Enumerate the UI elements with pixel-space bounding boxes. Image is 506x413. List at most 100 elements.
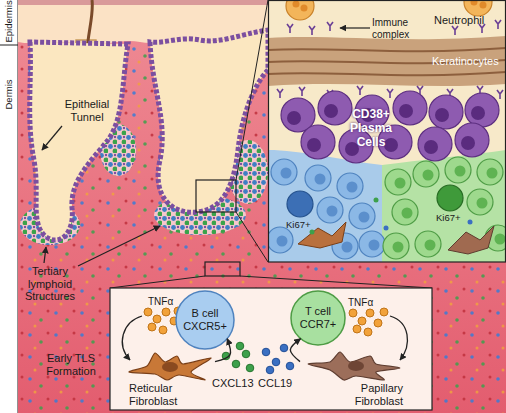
tnf-arrow — [390, 316, 407, 360]
tnf-dot — [366, 309, 374, 317]
t-cell-node: T cell CCR7+ — [290, 290, 346, 346]
b-cell — [271, 159, 297, 185]
node-text: Reticular Fibroblast — [129, 382, 187, 407]
keratinocyte-line — [268, 48, 506, 51]
chemokine-label: CCL19 — [258, 377, 292, 390]
zoom-line — [240, 276, 432, 288]
neutrophil — [286, 0, 314, 20]
fibroblast-nucleus — [348, 361, 364, 371]
stage-label: Early TLS Formation — [40, 352, 102, 377]
cell-label: CD38+ Plasma Cells — [334, 108, 408, 149]
proliferating-t-cell — [437, 185, 463, 211]
chemokine-dot — [374, 198, 379, 203]
marker-label: Ki67+ — [286, 220, 311, 231]
layer-label: Keratinocytes — [432, 55, 499, 68]
node-text: T cell CCR7+ — [294, 290, 342, 346]
cxcl13-dot — [242, 350, 250, 358]
fibroblast-nucleus — [162, 362, 178, 372]
t-cell — [445, 157, 471, 183]
t-cell — [392, 199, 418, 225]
inset-background — [268, 0, 506, 262]
zoom-box — [205, 262, 240, 276]
antibody — [497, 90, 503, 99]
tnf-dot — [148, 323, 156, 331]
bar-divider — [0, 45, 18, 46]
tnf-dot — [380, 308, 388, 316]
cytokine-label: TNFα — [148, 296, 173, 308]
cxcl13-dot — [236, 342, 244, 350]
antibody — [277, 89, 283, 98]
antibody — [287, 24, 293, 33]
ccl19-dot — [262, 348, 270, 356]
ccl19-dot — [280, 344, 288, 352]
dermis — [18, 0, 506, 413]
chemokine-dot — [468, 220, 473, 225]
skin-section — [18, 0, 506, 413]
ccl19-dot — [266, 366, 274, 374]
b-cell — [337, 173, 363, 199]
fibroblast-body — [129, 353, 211, 380]
leader-arrow — [340, 27, 370, 28]
t-cell-zone — [382, 150, 506, 262]
b-cell — [305, 165, 331, 191]
inset-border — [269, 1, 506, 263]
keratinocyte-line — [268, 72, 506, 75]
chemokine-arrow — [290, 339, 300, 362]
leader-arrow — [78, 226, 160, 266]
t-cell — [467, 189, 493, 215]
tnf-dot — [153, 315, 161, 323]
fibroblast-node: Papillary Fibroblast — [300, 350, 405, 408]
structure-label: Tertiary lymphoid Structures — [12, 265, 88, 303]
plasma-cell — [465, 93, 499, 127]
antibody — [387, 89, 393, 98]
plasma-cell — [418, 127, 452, 161]
keratinocyte-layer — [268, 36, 506, 86]
chemokine-label: CXCL13 — [212, 377, 254, 390]
stratum-corneum — [18, 0, 268, 5]
ccl19-dot — [286, 362, 294, 370]
fibroblast-body — [308, 352, 400, 380]
neutrophil — [464, 0, 492, 16]
t-cell — [383, 233, 409, 259]
plasma-cell — [318, 91, 352, 125]
antibody — [309, 26, 315, 35]
tnf-dot — [374, 319, 382, 327]
b-cell — [268, 227, 293, 253]
neutrophil-lobe — [480, 2, 487, 9]
tnf-dot — [358, 317, 366, 325]
tnf-dot — [162, 308, 170, 316]
layer-bar — [0, 0, 18, 413]
epithelial-tunnel — [150, 30, 268, 212]
zoom-line — [236, 212, 268, 262]
cell-circle — [176, 291, 234, 349]
plasma-cell — [393, 91, 427, 125]
b-cell — [317, 197, 343, 223]
chemokine-dot — [310, 230, 315, 235]
antibody — [495, 20, 501, 29]
fibroblast — [448, 226, 494, 254]
leader-arrow — [44, 247, 46, 263]
epithelial-tunnel — [30, 42, 128, 240]
antibody — [357, 86, 363, 95]
b-cell — [359, 231, 385, 257]
cytokine-label: TNFα — [348, 297, 373, 309]
tnf-arrow — [122, 316, 142, 360]
plasma-cell — [301, 125, 335, 159]
cxcl13-dot — [232, 360, 240, 368]
cxcl13-dot — [246, 364, 254, 372]
node-text: Papillary Fibroblast — [345, 382, 403, 407]
callout-label: Immune complex — [372, 17, 422, 40]
chemokine-dot — [384, 226, 389, 231]
neutrophil-lobe — [301, 5, 308, 12]
ccl19-dot — [272, 358, 280, 366]
zoom-line — [236, 0, 268, 180]
tnf-dot — [349, 309, 357, 317]
plasma-cell — [429, 95, 463, 129]
t-cell — [385, 169, 411, 195]
antibody — [452, 26, 458, 35]
plasma-cell — [455, 123, 489, 157]
marker-label: Ki67+ — [436, 213, 461, 224]
t-cell — [413, 161, 439, 187]
